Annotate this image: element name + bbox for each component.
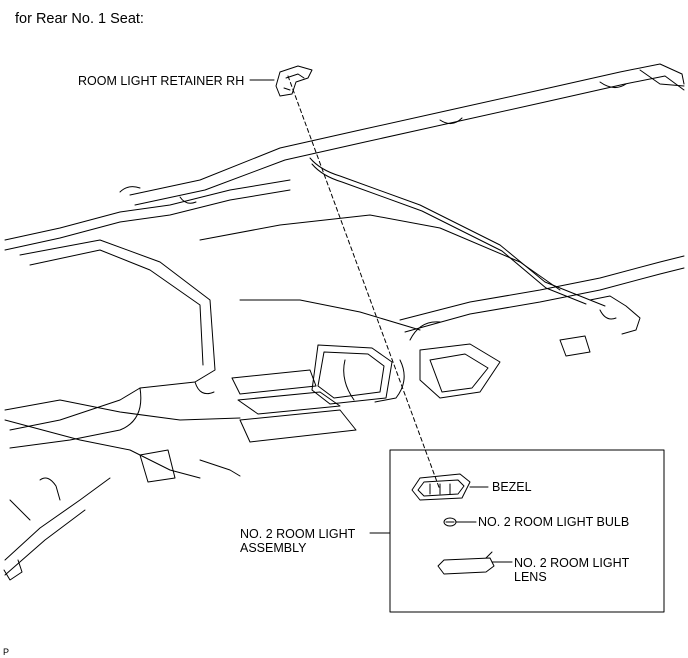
wire-harness	[309, 157, 606, 307]
bulb-icon	[443, 517, 457, 527]
label-bezel: BEZEL	[492, 480, 532, 494]
label-lens-line1: NO. 2 ROOM LIGHT	[514, 556, 630, 570]
retainer-clip-icon	[275, 65, 313, 97]
label-bulb: NO. 2 ROOM LIGHT BULB	[478, 515, 630, 529]
label-assembly-line1: NO. 2 ROOM LIGHT	[240, 527, 356, 541]
headliner-rear-edge-inner	[134, 75, 685, 206]
sunroof-panel	[9, 239, 216, 431]
callout-box	[389, 449, 665, 613]
footer-code: P	[3, 647, 10, 657]
diagram-heading: for Rear No. 1 Seat:	[15, 11, 144, 27]
label-lens-line2: LENS	[514, 570, 547, 584]
room-light-opening	[311, 344, 393, 405]
label-room-light-retainer: ROOM LIGHT RETAINER RH	[78, 74, 245, 88]
headliner-rear-edge	[129, 63, 685, 196]
guide-line	[287, 75, 441, 491]
label-assembly-line2: ASSEMBLY	[240, 541, 307, 555]
headliner-left-edge	[4, 179, 291, 241]
bezel-icon	[411, 473, 471, 501]
lens-icon	[437, 551, 495, 575]
headliner-mid	[199, 214, 561, 291]
headliner-front-edge	[399, 255, 685, 321]
